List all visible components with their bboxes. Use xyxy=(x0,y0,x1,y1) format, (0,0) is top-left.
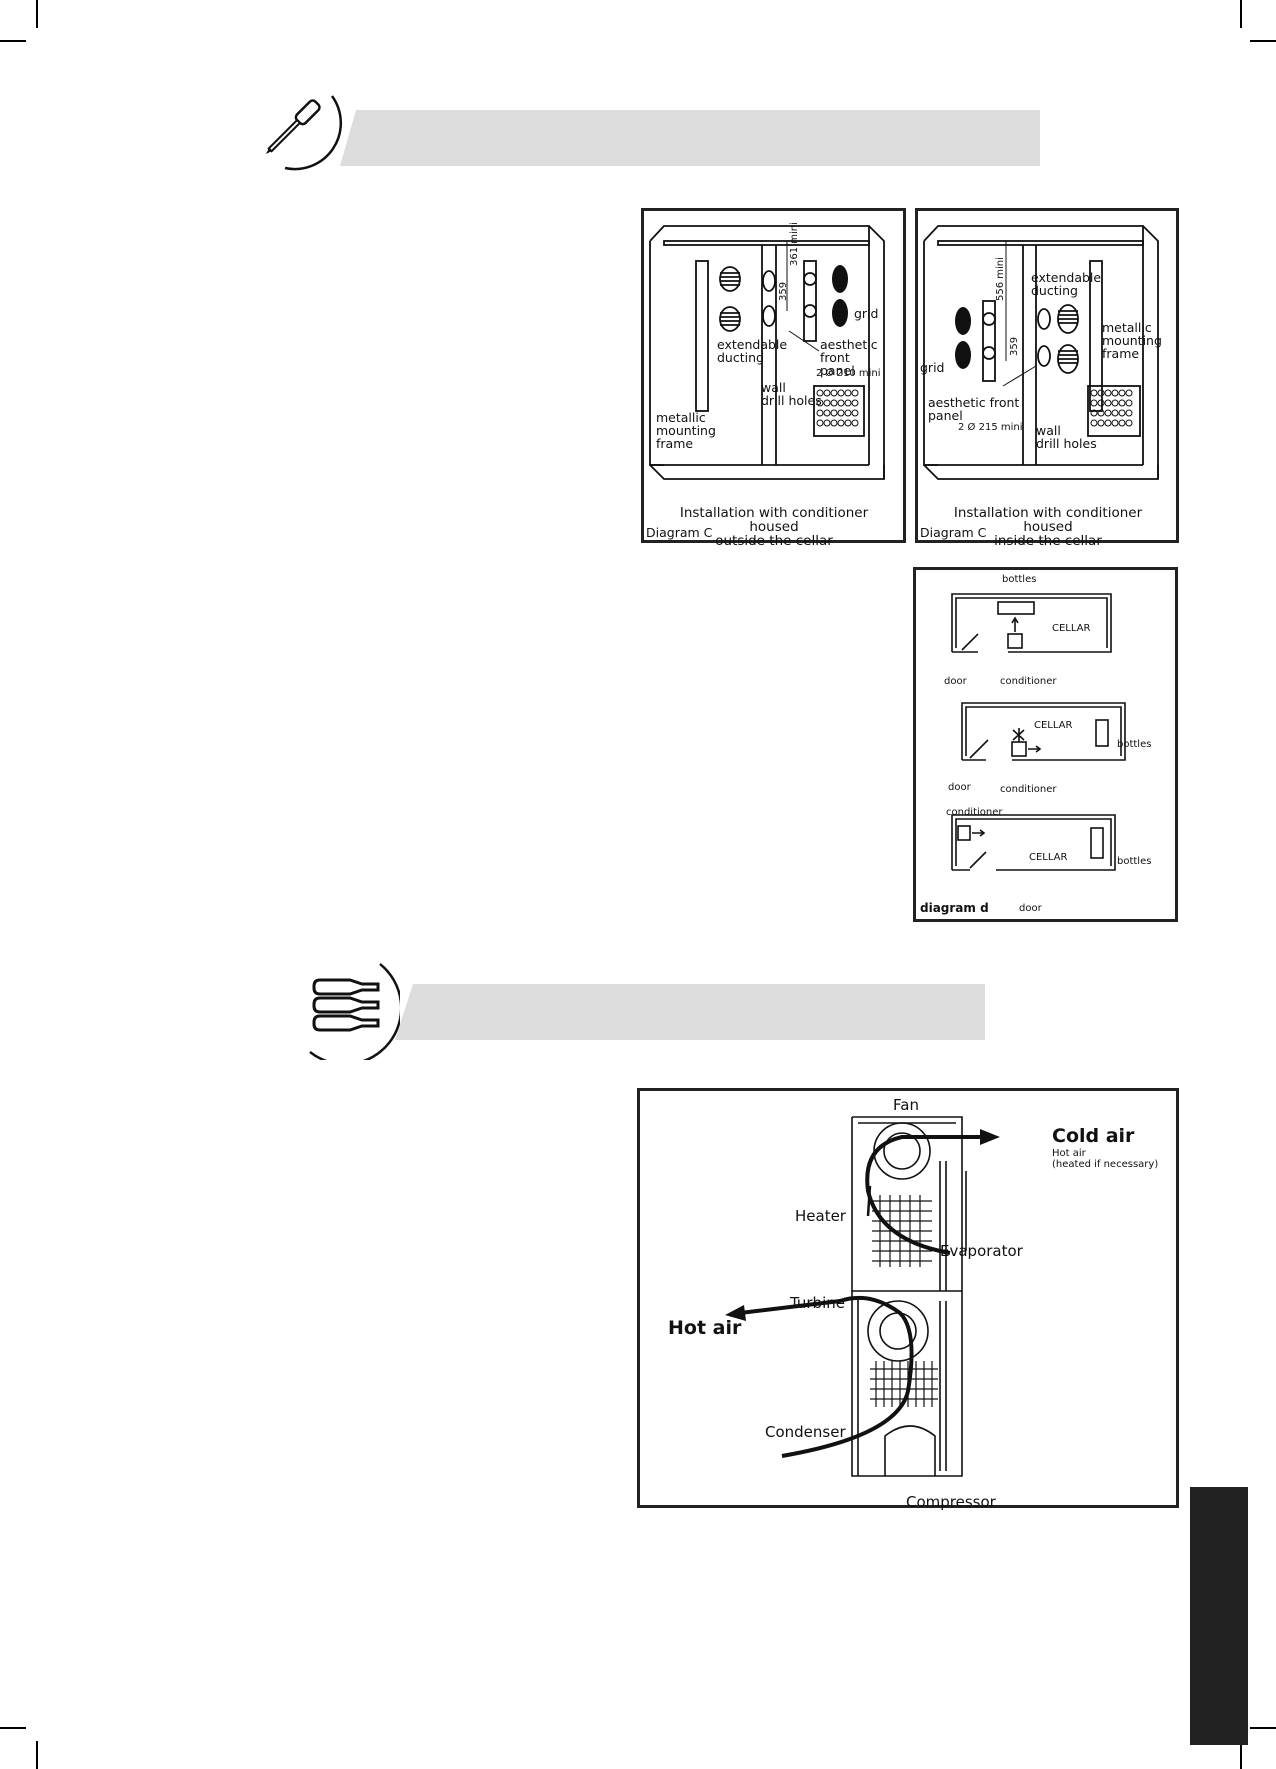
label-cellar: CELLAR xyxy=(1034,720,1073,731)
label-compressor: Compressor xyxy=(906,1493,996,1511)
label-conditioner: conditioner xyxy=(946,807,1003,818)
section-1-header xyxy=(250,88,1050,178)
label-condenser: Condenser xyxy=(765,1423,846,1441)
diagram-tag: Diagram C xyxy=(920,525,987,540)
label-grid: grid xyxy=(854,306,879,321)
label-wall-drill-holes: wall drill holes xyxy=(761,380,822,409)
label-metallic-mounting-frame: metallic mounting frame xyxy=(656,410,716,452)
label-wall-drill-holes: wall drill holes xyxy=(1036,423,1097,452)
side-tab xyxy=(1190,1487,1248,1745)
label-aesthetic-front-panel: aesthetic front panel xyxy=(928,395,1020,424)
label-aesthetic-front-panel: aesthetic front panel xyxy=(820,337,878,379)
label-cold-air: Cold air xyxy=(1052,1125,1135,1147)
label-metallic-mounting-frame: metallic mounting frame xyxy=(1102,320,1162,362)
dim-mid: 359 xyxy=(778,281,789,301)
section-1-banner xyxy=(340,110,1040,166)
label-cellar: CELLAR xyxy=(1052,623,1091,634)
crop-mark xyxy=(1240,1741,1242,1769)
section-2-header xyxy=(300,960,1000,1060)
diagram-tag: diagram d xyxy=(920,901,989,915)
dim-hole: 2 Ø 210 mini xyxy=(816,368,881,379)
section-2-banner xyxy=(395,984,985,1040)
diagram-c-outside: extendable ducting grid aesthetic front … xyxy=(641,208,906,548)
label-conditioner: conditioner xyxy=(1000,676,1057,687)
screwdriver-icon xyxy=(265,95,343,171)
dim-top: 556 mini xyxy=(995,257,1006,301)
label-evaporator: Evaporator xyxy=(940,1242,1023,1260)
dim-mid: 359 xyxy=(1009,336,1020,356)
label-hot-air: Hot air xyxy=(668,1317,742,1339)
label-extendable-ducting: extendable ducting xyxy=(1031,270,1102,299)
label-door: door xyxy=(948,782,971,793)
label-extendable-ducting: extendable ducting xyxy=(717,337,788,366)
label-fan: Fan xyxy=(893,1096,919,1114)
crop-mark xyxy=(1250,40,1276,42)
diagram-caption: Installation with conditioner housed out… xyxy=(679,505,869,550)
diagram-caption: Installation with conditioner housed ins… xyxy=(953,505,1143,550)
crop-mark xyxy=(0,1727,26,1729)
dim-top: 361 mini xyxy=(789,222,800,266)
crop-mark xyxy=(1250,1727,1276,1729)
diagram-c-inside: extendable ducting metallic mounting fra… xyxy=(915,208,1179,548)
label-bottles: bottles xyxy=(1117,856,1152,867)
airflow-diagram: Fan Cold air Hot air (heated if necessar… xyxy=(637,1088,1179,1511)
label-door: door xyxy=(1019,903,1042,914)
crop-mark xyxy=(36,0,38,28)
label-cellar: CELLAR xyxy=(1029,852,1068,863)
diagram-tag: Diagram C xyxy=(646,525,713,540)
label-bottles: bottles xyxy=(1117,739,1152,750)
label-heater: Heater xyxy=(795,1207,846,1225)
label-conditioner: conditioner xyxy=(1000,784,1057,795)
label-turbine: Turbine xyxy=(790,1294,845,1312)
label-bottles: bottles xyxy=(1002,574,1037,585)
crop-mark xyxy=(0,40,26,42)
crop-mark xyxy=(1240,0,1242,28)
label-door: door xyxy=(944,676,967,687)
label-grid: grid xyxy=(920,360,945,375)
diagram-d: bottles CELLAR door conditioner CELLAR b… xyxy=(913,567,1178,922)
wine-bottles-icon xyxy=(309,963,400,1060)
label-hot-air-heated: Hot air (heated if necessary) xyxy=(1052,1148,1159,1170)
crop-mark xyxy=(36,1741,38,1769)
dim-hole: 2 Ø 215 mini xyxy=(958,422,1023,433)
